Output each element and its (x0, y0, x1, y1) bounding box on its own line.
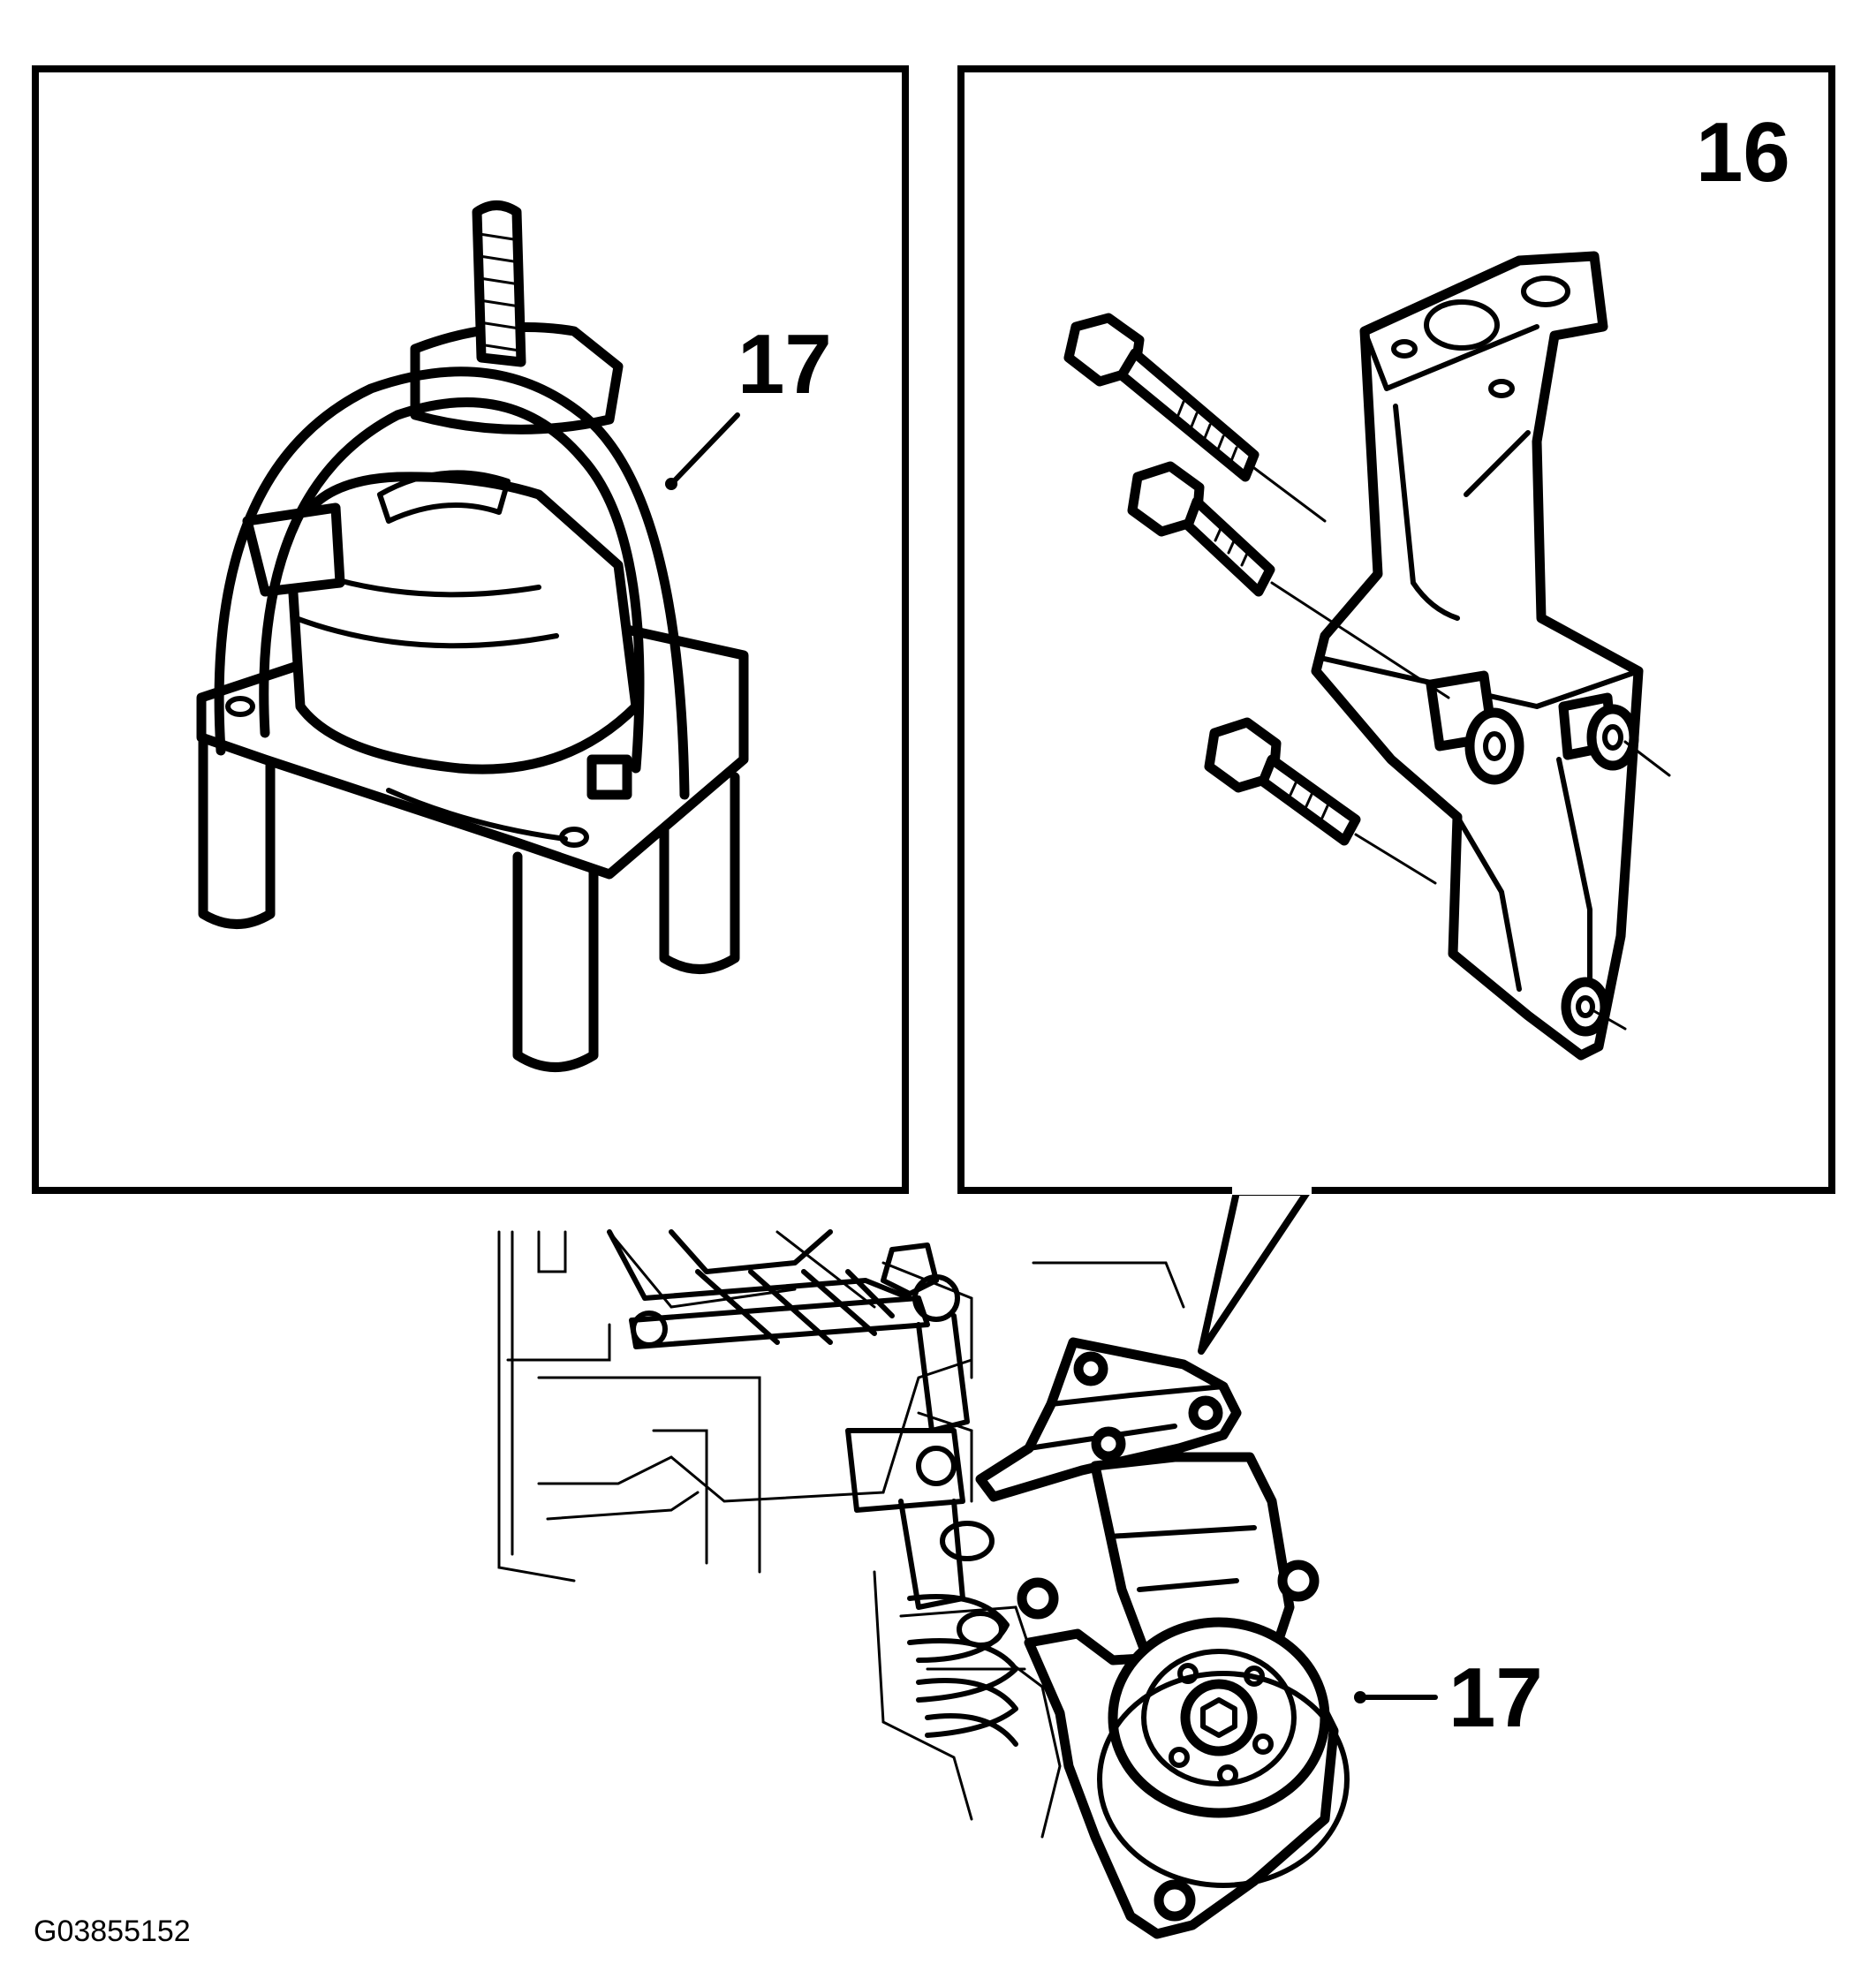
callout-label-17-left: 17 (738, 317, 832, 412)
callout-17-left: 17 (665, 317, 832, 490)
callout-17-bottom: 17 (1354, 1650, 1543, 1745)
leader-dot-17-left (665, 478, 677, 490)
bolt-2 (1127, 461, 1450, 699)
upper-linkage (607, 1229, 1018, 1747)
right-inset-panel: 16 (957, 65, 1835, 1194)
mount-in-assembly (1017, 1560, 1350, 1939)
engine-mount-illustration (196, 200, 749, 1072)
callout-label-17-bottom: 17 (1449, 1650, 1543, 1745)
bolt-3 (1204, 717, 1437, 885)
bracket-illustration (1311, 251, 1644, 1061)
main-assembly-view: 17 (497, 1229, 1543, 1939)
callout-label-16: 16 (1696, 105, 1790, 200)
left-inset-panel: 17 (32, 65, 909, 1194)
bolt-1 (1063, 313, 1327, 523)
bolt-axis-right-lower (1592, 1009, 1627, 1031)
background-structure (497, 1230, 1185, 1839)
figure-id: G03855152 (34, 1915, 191, 1948)
bolt-axis-right-upper (1623, 740, 1671, 777)
bracket-in-assembly (975, 1337, 1295, 1666)
inset-pointer-mask (1232, 1187, 1312, 1195)
leader-line-17-left (671, 412, 740, 484)
inset-pointer (1198, 1189, 1311, 1355)
leader-dot-17-bottom (1354, 1691, 1366, 1703)
